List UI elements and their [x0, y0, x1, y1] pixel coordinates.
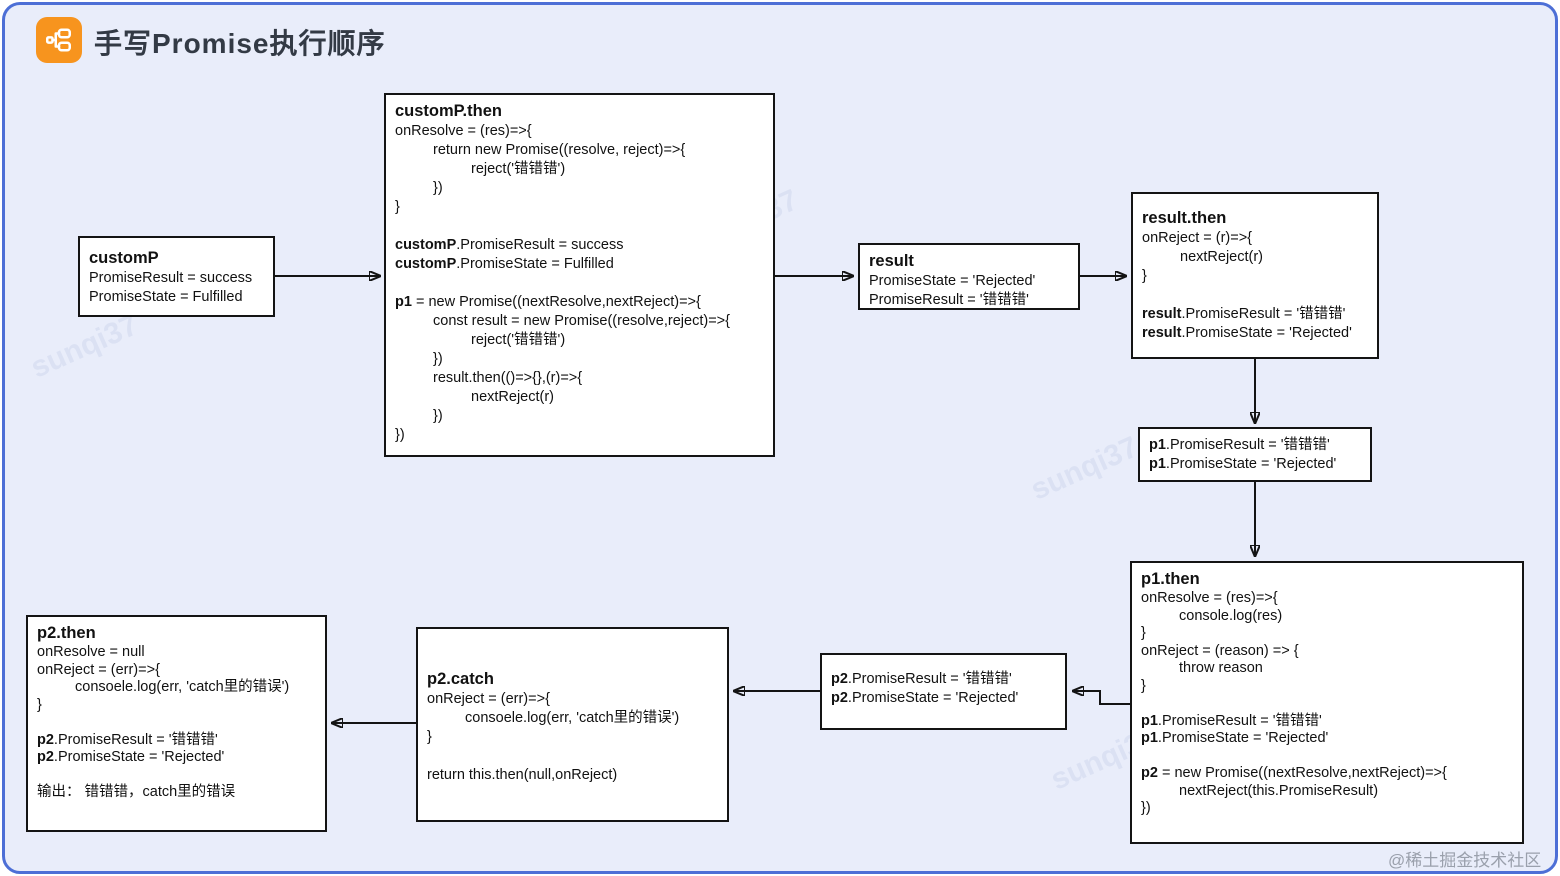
node-body: onReject = (err)=>{ consoele.log(err, 'ca…	[427, 690, 718, 785]
code-line: consoele.log(err, 'catch里的错误')	[75, 679, 290, 695]
code-line: PromiseResult = success	[89, 270, 253, 286]
code-line: onResolve = null	[37, 644, 145, 660]
node-title: result.then	[1142, 209, 1227, 227]
node-result-then: result.then onReject = (r)=>{ nextReject(…	[1131, 192, 1379, 359]
node-title: p2.catch	[427, 670, 494, 688]
code-line	[427, 747, 718, 766]
node-p2: p2.PromiseResult = '错错错' p2.PromiseState …	[820, 653, 1067, 730]
code-line: 输出： 错错错，catch里的错误	[37, 784, 236, 800]
code-line: p2.PromiseState = 'Rejected'	[831, 690, 1019, 706]
code-line: p1 = new Promise((nextResolve,nextReject…	[395, 294, 701, 310]
node-title: result	[869, 252, 914, 270]
code-line: PromiseResult = '错错错'	[869, 292, 1029, 308]
code-line: p1.PromiseResult = '错错错'	[1141, 712, 1322, 729]
code-line: }	[1141, 677, 1146, 694]
code-line: onReject = (err)=>{	[427, 691, 550, 707]
code-line: nextReject(r)	[471, 389, 554, 405]
code-line: })	[433, 408, 443, 424]
code-line	[1142, 286, 1368, 305]
code-line: const result = new Promise((resolve,reje…	[433, 313, 730, 329]
code-line	[1141, 695, 1513, 713]
node-title: customP.then	[395, 102, 502, 120]
code-line: customP.PromiseResult = success	[395, 237, 624, 253]
code-line: }	[1142, 268, 1147, 284]
code-line: result.PromiseState = 'Rejected'	[1142, 325, 1352, 341]
code-line: })	[433, 180, 443, 196]
code-line: PromiseState = 'Rejected'	[869, 273, 1036, 289]
code-line: }	[395, 199, 400, 215]
attribution-watermark: @稀土掘金技术社区	[1388, 851, 1542, 870]
code-line: nextReject(this.PromiseResult)	[1179, 782, 1379, 799]
code-line: p1.PromiseResult = '错错错'	[1149, 437, 1330, 453]
code-line: reject('错错错')	[471, 161, 566, 177]
code-line: onResolve = (res)=>{	[395, 123, 532, 139]
code-line: onReject = (reason) => {	[1141, 642, 1299, 659]
code-line: p2.PromiseState = 'Rejected'	[37, 749, 225, 765]
code-line: customP.PromiseState = Fulfilled	[395, 256, 614, 272]
code-line: consoele.log(err, 'catch里的错误')	[465, 710, 680, 726]
code-line	[1141, 748, 1513, 766]
code-line: result.then(()=>{},(r)=>{	[433, 370, 583, 386]
code-line: p1.PromiseState = 'Rejected'	[1141, 730, 1329, 746]
code-line: }	[427, 729, 432, 745]
code-line: p2 = new Promise((nextResolve,nextReject…	[1141, 765, 1447, 781]
page-title: 手写Promise执行顺序	[94, 28, 386, 59]
node-body: onReject = (r)=>{ nextReject(r)} result.P…	[1142, 229, 1368, 343]
code-line: })	[395, 427, 405, 443]
node-p1-then: p1.then onResolve = (res)=>{console.log(…	[1130, 561, 1524, 844]
code-line: return new Promise((resolve, reject)=>{	[433, 142, 686, 158]
code-line: console.log(res)	[1179, 607, 1283, 624]
code-line: p1.PromiseState = 'Rejected'	[1149, 456, 1337, 472]
code-line: onReject = (err)=>{	[37, 661, 160, 678]
node-body: onResolve = (res)=>{ return new Promise((…	[395, 122, 764, 445]
node-title: p1.then	[1141, 570, 1200, 588]
code-line: })	[1141, 800, 1151, 816]
code-line: p2.PromiseResult = '错错错'	[37, 731, 218, 748]
node-p1: p1.PromiseResult = '错错错' p1.PromiseState …	[1138, 427, 1372, 482]
node-customp-then: customP.then onResolve = (res)=>{ return …	[384, 93, 775, 457]
code-line: nextReject(r)	[1180, 249, 1263, 265]
node-title: p2.then	[37, 624, 96, 642]
node-body: PromiseState = 'Rejected' PromiseResult =…	[869, 272, 1069, 308]
code-line	[395, 274, 764, 293]
code-line	[37, 767, 316, 785]
code-line: }	[1141, 625, 1146, 641]
node-body: p2.PromiseResult = '错错错' p2.PromiseState …	[831, 670, 1056, 708]
code-line: result.PromiseResult = '错错错'	[1142, 306, 1346, 322]
node-title: customP	[89, 249, 159, 267]
code-line	[37, 714, 316, 732]
code-line: onReject = (r)=>{	[1142, 230, 1253, 246]
code-line: throw reason	[1179, 660, 1263, 676]
code-line: p2.PromiseResult = '错错错'	[831, 671, 1012, 687]
flowchart-logo-icon	[36, 17, 82, 63]
node-body: p1.PromiseResult = '错错错' p1.PromiseState …	[1149, 436, 1361, 474]
node-body: onResolve = (res)=>{console.log(res)}onR…	[1141, 590, 1513, 818]
code-line: }	[37, 696, 42, 713]
code-line: onResolve = (res)=>{	[1141, 590, 1278, 606]
code-line: return this.then(null,onReject)	[427, 767, 618, 783]
code-line	[395, 217, 764, 236]
code-line: reject('错错错')	[471, 332, 566, 348]
code-line: PromiseState = Fulfilled	[89, 289, 243, 305]
node-result: result PromiseState = 'Rejected' PromiseR…	[858, 243, 1080, 310]
code-line: })	[433, 351, 443, 367]
node-p2-catch: p2.catch onReject = (err)=>{ consoele.log…	[416, 627, 729, 822]
